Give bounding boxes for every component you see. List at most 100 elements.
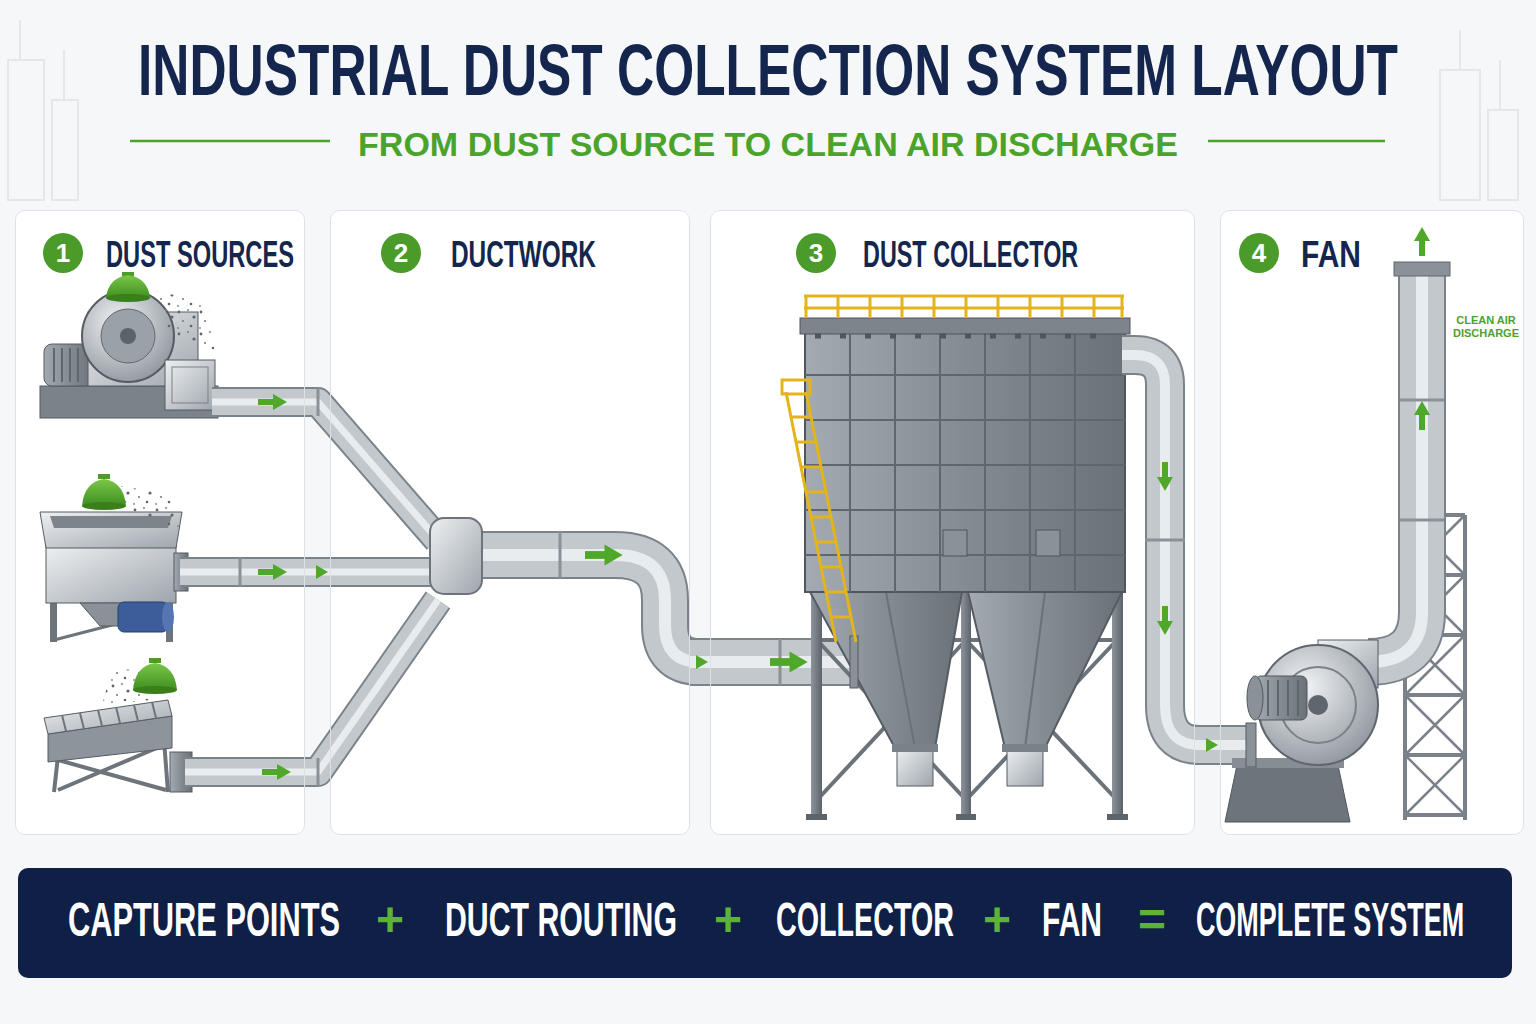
outlet-duct [1368,274,1422,662]
crusher-machine [54,348,78,382]
stack-details [1145,262,1450,540]
ductwork [180,402,862,772]
panel-ground [1220,210,1524,835]
duct-body [305,559,330,585]
dust-collector [943,530,967,556]
screen-conveyor [133,663,177,690]
ductwork [180,569,445,576]
summary-term: CAPTURE POINTS [68,896,340,944]
flow-arrow [1157,462,1173,491]
dust-collector [782,380,810,394]
fan [1308,695,1328,715]
fan [1247,676,1263,720]
duct-edge [690,638,710,686]
dust-collector [805,330,1125,592]
crusher-machine [106,294,150,302]
hopper-machine [50,600,57,642]
hopper-machine [118,602,168,632]
fan [1225,640,1378,822]
summary-term: COLLECTOR [776,896,954,944]
screen-conveyor [149,658,161,663]
fan [1246,723,1256,767]
screen-conveyor [44,658,192,792]
subtitle-rule [1208,140,1385,143]
ductwork [212,402,438,540]
screen-conveyor [133,686,177,694]
duct-junction [240,388,780,786]
ductwork [185,600,438,772]
flow-arrow [585,545,623,566]
panel-ground [15,210,1524,835]
outlet-duct [1368,274,1422,662]
flow-arrow [1157,606,1173,635]
outlet-duct [1122,355,1256,745]
dust-collector [892,744,938,752]
hopper-machine [98,474,110,479]
factory-silhouette [63,50,65,100]
dust-collector [961,590,971,818]
crusher-machine [172,367,208,403]
subtitle-rule [130,140,330,143]
dust-collector [968,592,1122,748]
flow-arrowhead [1206,738,1218,752]
factory-silhouette [8,20,1518,200]
duct-edge [305,557,330,587]
dust-collector [782,296,1124,642]
flow-arrowhead [316,565,328,579]
duct-connector [305,565,330,579]
dust-collector [1007,748,1043,786]
outlet-duct [1122,355,1256,745]
support-tower [1463,515,1467,820]
step-digit: 2 [394,240,408,266]
ductwork [180,559,445,585]
dust-collector [800,318,1130,334]
stage-panel: DUST COLLECTOR3 [710,210,1195,835]
flow-arrow [1414,401,1430,430]
dust-collector [815,334,1096,339]
flow-arrowhead [696,655,708,669]
crusher-machine [120,328,136,344]
dust-collector [804,307,1124,310]
flow-arrow [262,764,291,780]
duct-junction [240,388,780,786]
hopper-machine [120,486,186,532]
step-number: 4 [1239,233,1279,273]
duct-body [1195,727,1220,763]
step-number: 3 [796,233,836,273]
fan [1268,680,1298,716]
title: INDUSTRIAL DUST COLLECTION SYSTEM LAYOUT [138,34,1398,106]
panel-heading: FAN [1301,237,1361,273]
dust-collector [1002,744,1048,752]
hopper-machine [46,545,176,603]
panel-ground [330,210,690,835]
crusher-machine [101,309,155,363]
dust-collector [791,417,851,617]
step-number: 1 [43,233,83,273]
step-digit: 4 [1252,240,1266,266]
hopper-machine [162,602,174,632]
summary-term: + [376,896,404,944]
duct-connector [1195,738,1220,752]
stage-panel: DUCTWORK 2 [330,210,690,835]
factory-silhouette [1499,60,1501,110]
flow-arrow [1414,227,1430,256]
outlet-duct [1368,274,1422,662]
fan [1225,765,1350,822]
panel-heading: DUCTWORK [451,237,596,273]
crusher-machine [150,290,215,352]
panel-ground [15,210,305,835]
duct-edge [1195,725,1220,765]
step-digit: 1 [56,240,70,266]
ductwork [185,600,438,772]
stage-panel: DUST SOURCES1 [15,210,305,835]
dust-collector [850,636,858,688]
flow-arrow [258,394,287,410]
flow-arrow [258,227,1430,780]
ductwork [212,402,438,540]
summary-term: DUCT ROUTING [445,896,677,944]
dust-collector [886,592,1045,748]
ductwork [180,557,445,587]
factory-silhouette [8,60,44,200]
hopper-machine [82,479,126,506]
